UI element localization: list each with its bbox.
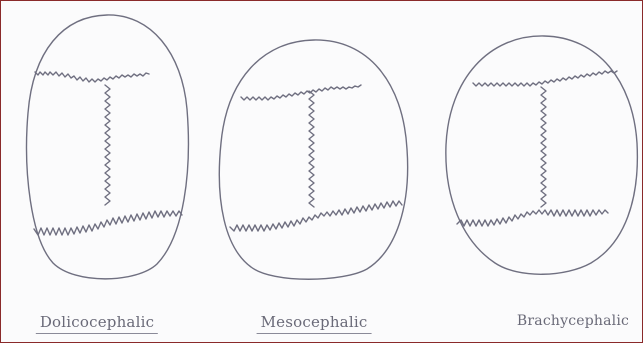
dolicocephalic-skull — [27, 15, 189, 279]
dolicocephalic-underline — [36, 333, 158, 334]
mesocephalic-label: Mesocephalic — [261, 313, 368, 331]
brachycephalic-lambdoid-suture — [457, 210, 608, 226]
dolicocephalic-lambdoid-suture — [34, 211, 182, 235]
brachycephalic-skull — [446, 36, 638, 274]
mesocephalic-lambdoid-suture — [230, 201, 402, 231]
dolicocephalic-label-wrap: Dolicocephalic — [40, 313, 154, 331]
mesocephalic-sagittal-suture — [309, 91, 314, 207]
mesocephalic-skull — [219, 40, 407, 279]
dolicocephalic-coronal-suture — [35, 72, 149, 82]
brachycephalic-outline — [446, 36, 638, 274]
brachycephalic-label: Brachycephalic — [517, 313, 629, 329]
mesocephalic-label-wrap: Mesocephalic — [261, 313, 368, 331]
mesocephalic-coronal-suture — [241, 85, 361, 100]
brachycephalic-sagittal-suture — [541, 87, 546, 207]
dolicocephalic-label: Dolicocephalic — [40, 313, 154, 331]
brachycephalic-coronal-suture — [473, 71, 617, 86]
brachycephalic-label-wrap: Brachycephalic — [517, 313, 629, 329]
mesocephalic-underline — [257, 333, 372, 334]
dolicocephalic-sagittal-suture — [105, 85, 110, 205]
